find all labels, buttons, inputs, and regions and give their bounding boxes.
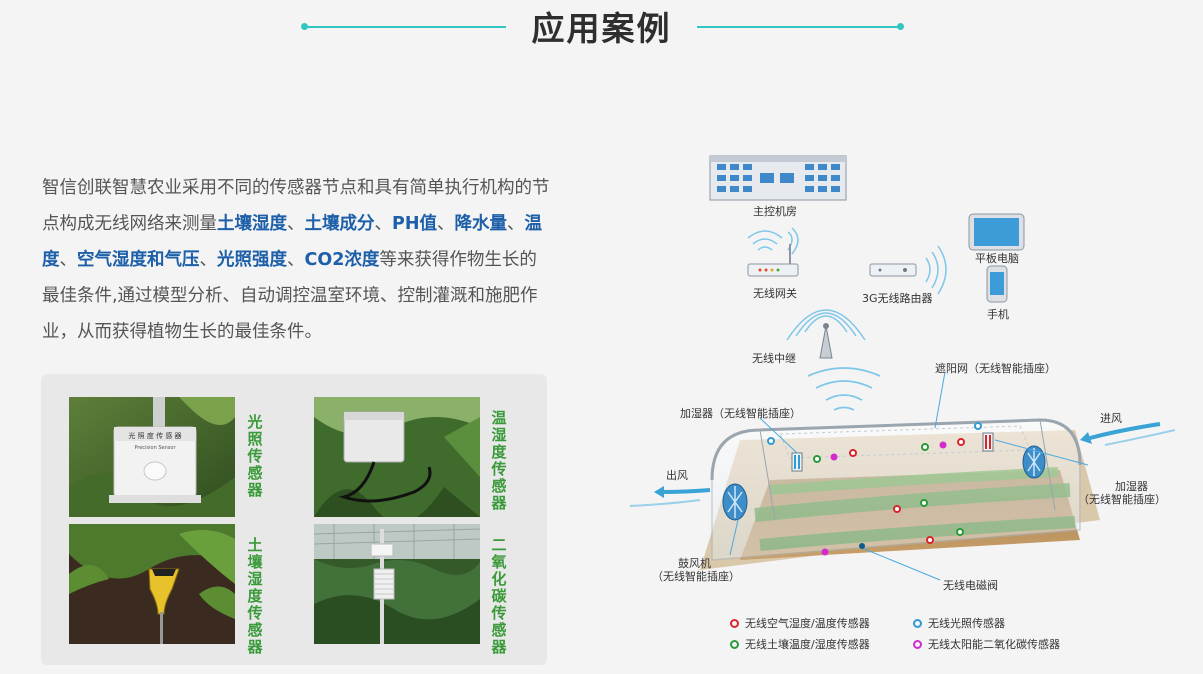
legend-marker-green (730, 639, 739, 649)
left-fan-icon (722, 483, 748, 521)
relay-label: 无线中继 (752, 352, 796, 365)
gateway-label: 无线网关 (753, 287, 797, 300)
highlight-term: 空气湿度和气压 (77, 250, 200, 270)
airflow-in-arrow (1080, 422, 1176, 446)
intro-text: 、 (199, 250, 218, 270)
highlight-term: 土壤湿度 (217, 214, 287, 234)
intro-text: 等来获得作物生长的最佳条件,通过模型分析、自动调控温室环境、控制灌溉和施肥作业，… (42, 250, 538, 342)
co2-sensor-caption: 二氧化碳传感器 (491, 536, 507, 656)
relay-signal-icon (807, 367, 881, 411)
valve-label: 无线电磁阀 (943, 579, 998, 592)
humidifier-left-label: 加湿器（无线智能插座） (680, 407, 801, 420)
soil-sensor-caption: 土壤湿度传感器 (247, 536, 263, 656)
legend-soil-temp-humidity: 无线土壤温度/湿度传感器 (730, 636, 870, 652)
humidifier-left-icon (791, 452, 803, 472)
soil-sensor-photo (69, 524, 235, 644)
temp-humidity-sensor-photo (314, 397, 480, 517)
airflow-out-arrow (629, 486, 711, 507)
humidifier-right-label-2: （无线智能插座） (1078, 493, 1166, 506)
highlight-term: PH值 (392, 214, 437, 234)
intro-text: 、 (287, 250, 305, 270)
section-title: 应用案例 (531, 9, 672, 48)
highlight-term: 降水量 (454, 214, 507, 234)
router-box (869, 263, 917, 277)
highlight-term: 土壤成分 (304, 214, 375, 234)
blower-label-1: 鼓风机 (678, 557, 711, 570)
light-sensor-photo: 光 照 度 传 感 器 Precision Sensor (69, 397, 235, 517)
legend-marker-blue (913, 618, 922, 628)
legend-marker-magenta (913, 639, 922, 649)
header-dot-right (897, 23, 904, 30)
light-sensor-caption: 光照传感器 (247, 413, 263, 499)
intro-text: 、 (374, 214, 393, 234)
intro-text: 、 (506, 214, 525, 234)
legend-air-humidity-temp: 无线空气湿度/温度传感器 (730, 615, 870, 631)
control-room-label: 主控机房 (753, 205, 797, 218)
legend-marker-red (730, 618, 739, 628)
sensor-panel: 光 照 度 传 感 器 Precision Sensor 光照传感器 温湿度传感… (41, 374, 547, 665)
tablet-label: 平板电脑 (975, 252, 1019, 265)
temp-humidity-sensor-caption: 温湿度传感器 (491, 409, 507, 512)
light-sensor-label-1: 光 照 度 传 感 器 (128, 431, 181, 440)
shade-net-label: 遮阳网（无线智能插座） (935, 362, 1056, 375)
router-label: 3G无线路由器 (862, 292, 933, 305)
control-room-icon (709, 155, 847, 201)
legend-solar-co2: 无线太阳能二氧化碳传感器 (913, 636, 1060, 652)
header-line-left (303, 26, 506, 28)
highlight-term: 光照强度 (217, 250, 287, 270)
section-header: 应用案例 (0, 0, 1203, 60)
blower-label-2: （无线智能插座） (652, 570, 740, 583)
intro-text: 、 (287, 214, 305, 234)
legend-light: 无线光照传感器 (913, 615, 1005, 631)
greenhouse-network-diagram: 主控机房 无线网关 3G无线路由器 平板电脑 手机 无线中继 遮阳网（无线智能插… (600, 140, 1200, 660)
co2-sensor-photo (314, 524, 480, 644)
intro-text: 智信创联智慧农业采用不同的传感器节点和具有简单执行机构的节点构成无线网络来测量 (42, 178, 550, 234)
intro-text: 、 (59, 250, 78, 270)
wind-out-label: 出风 (666, 469, 688, 482)
header-line-right (697, 26, 901, 28)
right-fan-icon (1022, 445, 1046, 479)
light-sensor-label-2: Precision Sensor (134, 445, 176, 451)
intro-text: 、 (436, 214, 455, 234)
phone-label: 手机 (987, 308, 1009, 321)
humidifier-right-icon (982, 432, 994, 452)
relay-icon (786, 309, 866, 359)
highlight-term: CO2浓度 (304, 250, 380, 270)
humidifier-right-label-1: 加湿器 (1115, 480, 1148, 493)
highlight-term: 温度 (42, 214, 542, 270)
intro-paragraph: 智信创联智慧农业采用不同的传感器节点和具有简单执行机构的节点构成无线网络来测量土… (42, 170, 552, 350)
router-signal-icon (925, 245, 947, 295)
wind-in-label: 进风 (1100, 412, 1122, 425)
sensor-markers (767, 422, 982, 556)
